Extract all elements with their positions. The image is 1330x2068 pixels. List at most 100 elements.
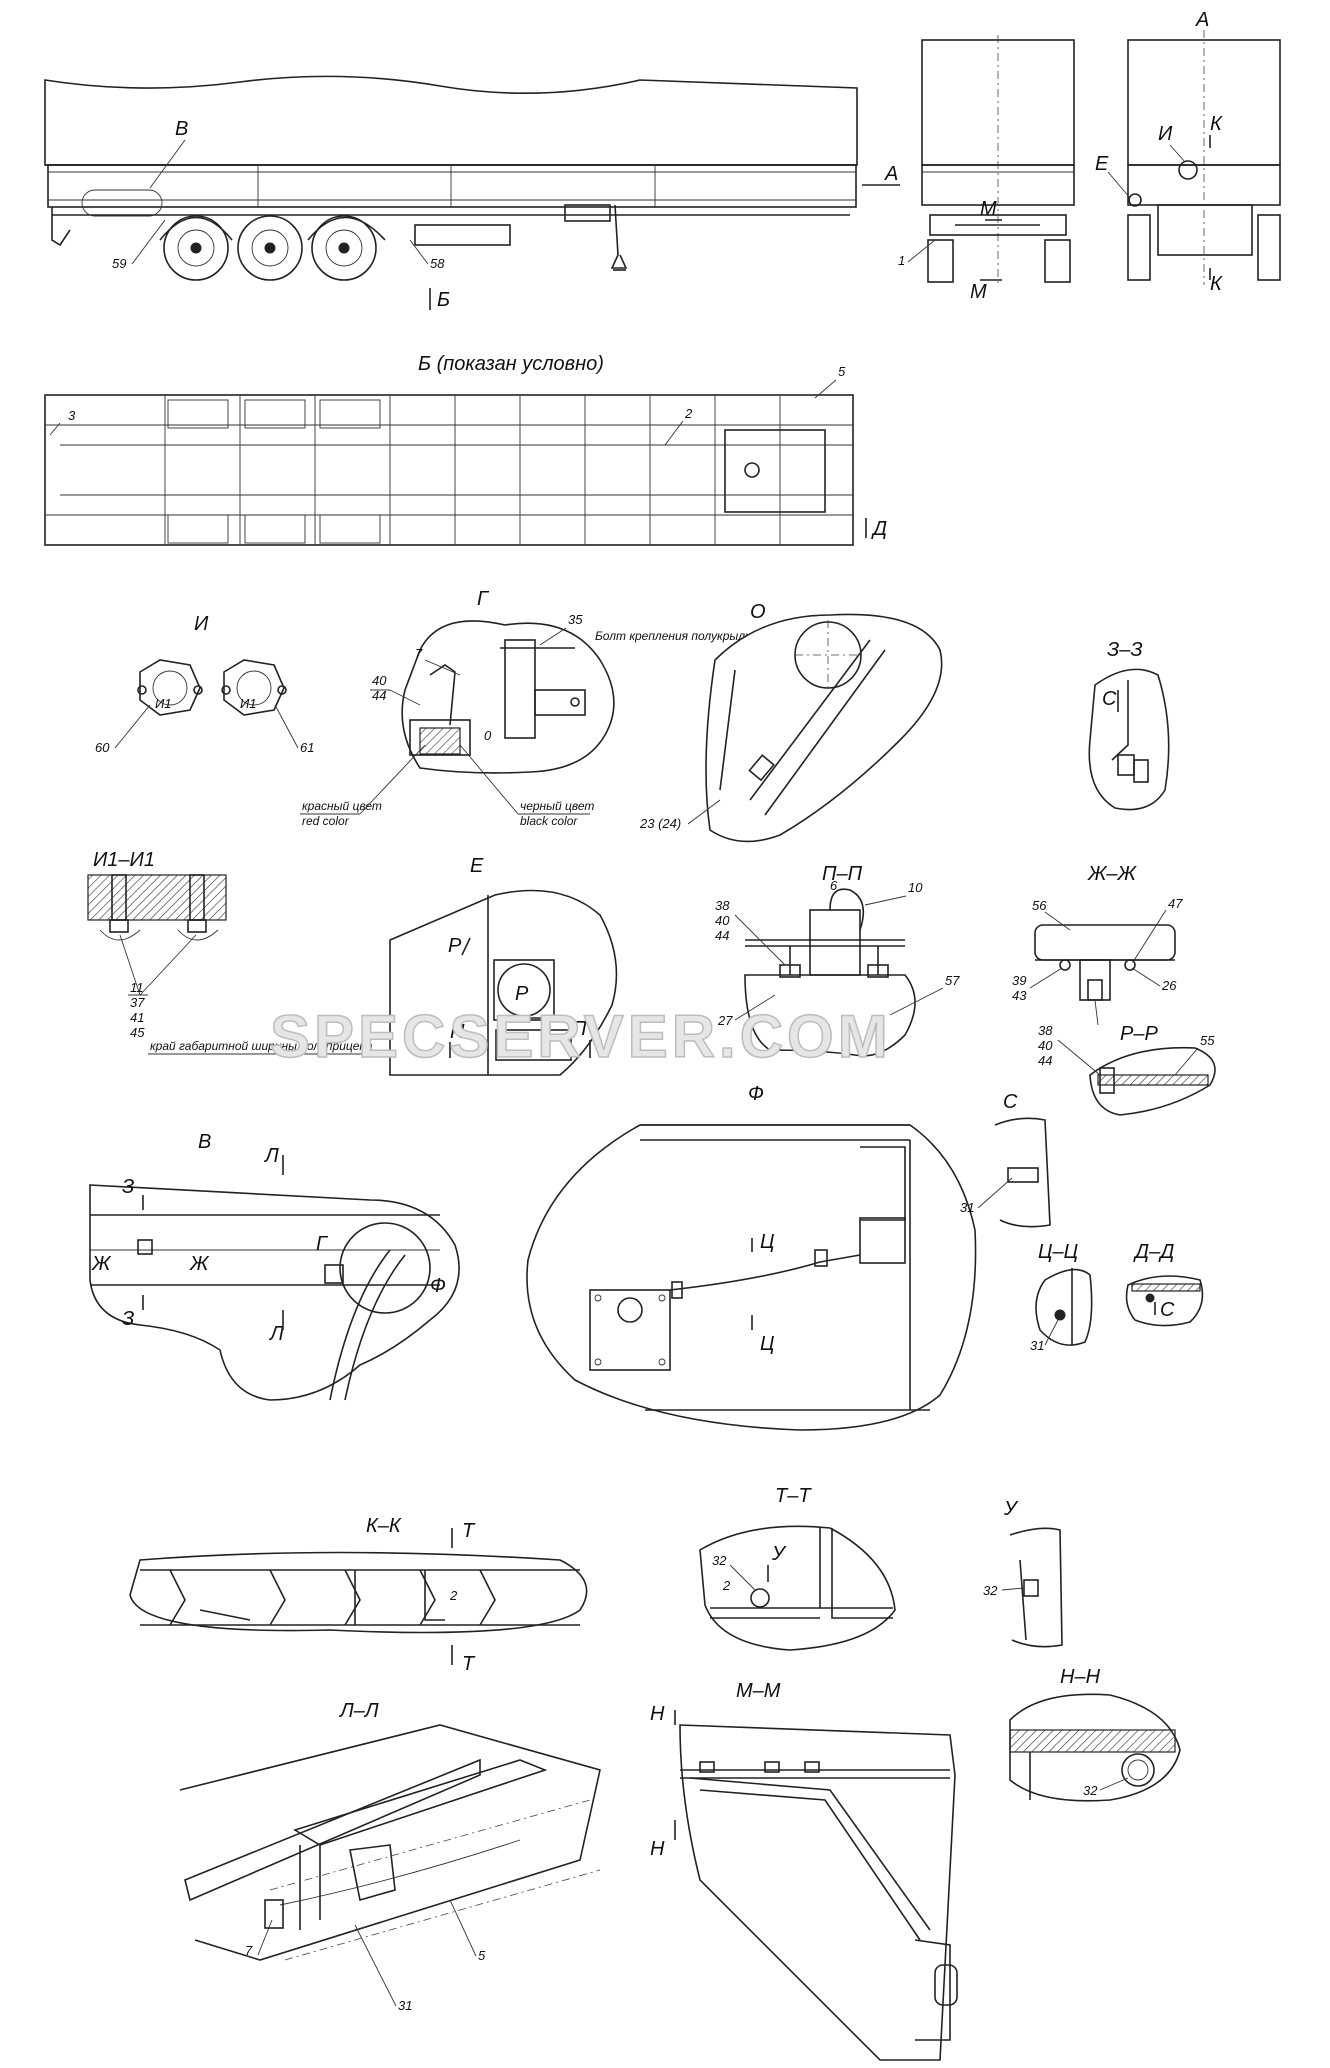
bottom-view: Б (показан условно) 3 2 5 Д <box>44 353 887 546</box>
watermark: SPECSERVER.COM <box>270 1003 892 1070</box>
view-DD-title: Д–Д <box>1133 1241 1174 1263</box>
rear-view-left: М М 1 <box>898 35 1075 303</box>
view-KK: К–К 2 Т Т <box>129 1515 588 1675</box>
view-ZZ: З–З С <box>1088 639 1170 811</box>
callout-38-P: 38 <box>715 898 730 913</box>
view-V-title: В <box>198 1131 211 1153</box>
view-PP: П–П 6 10 38 40 44 57 27 <box>715 863 960 1057</box>
mark-P-right: П <box>572 1018 587 1040</box>
callout-40-P: 40 <box>715 913 730 928</box>
view-O: О 23 (24) <box>639 601 943 843</box>
view-TT-title: Т–Т <box>775 1485 812 1507</box>
view-RR-title: Р–Р <box>1120 1023 1158 1045</box>
bottom-view-title: Б (показан условно) <box>418 353 604 375</box>
wheels <box>159 215 386 281</box>
mark-Zh-right: Ж <box>189 1253 210 1275</box>
view-U-title: У <box>1003 1498 1019 1520</box>
mark-N-bottom: Н <box>650 1838 665 1860</box>
arrow-label-B: Б <box>437 289 450 311</box>
mark-D: Д <box>871 518 887 540</box>
callout-32-U: 32 <box>983 1583 998 1598</box>
callout-31-Ts: 31 <box>1030 1338 1044 1353</box>
callout-38-R: 38 <box>1038 1023 1053 1038</box>
view-G-title: Г <box>477 588 490 610</box>
side-view-trailer: В 59 58 Б А <box>44 75 900 311</box>
view-LL: Л–Л 7 5 31 <box>179 1700 601 2013</box>
view-G: Г 7 35 Болт крепления полукрылка 40 44 0… <box>300 588 758 828</box>
callout-11: 11 <box>130 980 144 995</box>
callout-32-NN: 32 <box>1083 1783 1098 1798</box>
mark-I1-left: И1 <box>155 696 172 711</box>
view-I1I1-title: И1–И1 <box>93 849 155 871</box>
callout-58: 58 <box>430 256 445 271</box>
mark-K-bottom: К <box>1210 273 1223 295</box>
mark-E: Е <box>1095 153 1109 175</box>
view-F-title: Ф <box>748 1083 764 1105</box>
view-E-title: Е <box>470 855 484 877</box>
mark-Ts-bottom: Ц <box>760 1333 775 1355</box>
callout-59: 59 <box>112 256 126 271</box>
view-MM: М–М Н Н <box>650 1680 958 2061</box>
view-LL-title: Л–Л <box>338 1700 379 1722</box>
note-red-en: red color <box>302 814 350 828</box>
callout-2-KK: 2 <box>449 1588 458 1603</box>
view-NN-title: Н–Н <box>1060 1666 1101 1688</box>
view-E: Е Р Р П П край габаритной ширины полупри… <box>148 855 618 1076</box>
mark-M-top: М <box>980 198 997 220</box>
mark-zero-G: 0 <box>484 728 492 743</box>
mark-I1-right: И1 <box>240 696 257 711</box>
view-TT: Т–Т 32 2 У <box>699 1485 896 1651</box>
mark-R-E: Р <box>448 935 462 957</box>
callout-32-TT: 32 <box>712 1553 727 1568</box>
callout-27: 27 <box>717 1013 733 1028</box>
arrow-label-A: А <box>884 163 898 185</box>
callout-60: 60 <box>95 740 110 755</box>
callout-45: 45 <box>130 1025 145 1040</box>
callout-44-P: 44 <box>715 928 729 943</box>
mark-P-left: П <box>450 1021 465 1043</box>
callout-1: 1 <box>898 253 905 268</box>
view-NN: Н–Н 32 <box>1009 1666 1181 1802</box>
view-PP-title: П–П <box>822 863 863 885</box>
view-ZZ-title: З–З <box>1107 639 1143 661</box>
mark-L-top: Л <box>263 1145 279 1167</box>
callout-5: 5 <box>838 364 846 379</box>
mark-I: И <box>1158 123 1173 145</box>
view-KK-title: К–К <box>366 1515 402 1537</box>
callout-44-R: 44 <box>1038 1053 1052 1068</box>
callout-31-S: 31 <box>960 1200 974 1215</box>
callout-5-LL: 5 <box>478 1948 486 1963</box>
mark-Ts-top: Ц <box>760 1231 775 1253</box>
view-ZhZh: Ж–Ж 56 47 39 43 26 <box>1012 863 1183 1026</box>
view-U: У 32 <box>983 1498 1063 1648</box>
rear-view-right: А И К К Е <box>1095 9 1281 295</box>
mark-G-detail: Г <box>316 1233 329 1255</box>
callout-41: 41 <box>130 1010 144 1025</box>
arrow-label-A-rear: А <box>1195 9 1209 31</box>
mark-K-top: К <box>1210 113 1223 135</box>
note-edge: край габаритной ширины полуприцепа <box>150 1039 373 1053</box>
view-TsTs-title: Ц–Ц <box>1038 1241 1078 1263</box>
view-ZhZh-title: Ж–Ж <box>1087 863 1137 885</box>
mark-S-DD: С <box>1160 1299 1175 1321</box>
view-S: С 31 <box>960 1091 1051 1228</box>
callout-56: 56 <box>1032 898 1047 913</box>
side-view-label-B: В <box>175 118 188 140</box>
note-black-ru: черный цвет <box>520 799 594 813</box>
callout-57: 57 <box>945 973 960 988</box>
view-S-title: С <box>1003 1091 1018 1113</box>
view-I: И И1 И1 60 61 <box>95 613 314 755</box>
mark-N-top: Н <box>650 1703 665 1725</box>
callout-43: 43 <box>1012 988 1027 1003</box>
callout-23-24: 23 (24) <box>639 816 681 831</box>
view-O-title: О <box>750 601 766 623</box>
view-I1I1: И1–И1 11 37 41 45 <box>87 849 227 1040</box>
view-DD: Д–Д С <box>1125 1241 1204 1327</box>
callout-55: 55 <box>1200 1033 1215 1048</box>
view-I-title: И <box>194 613 209 635</box>
callout-2: 2 <box>684 406 693 421</box>
note-black-en: black color <box>520 814 578 828</box>
mark-Zh-left: Ж <box>91 1253 112 1275</box>
callout-26: 26 <box>1161 978 1177 993</box>
